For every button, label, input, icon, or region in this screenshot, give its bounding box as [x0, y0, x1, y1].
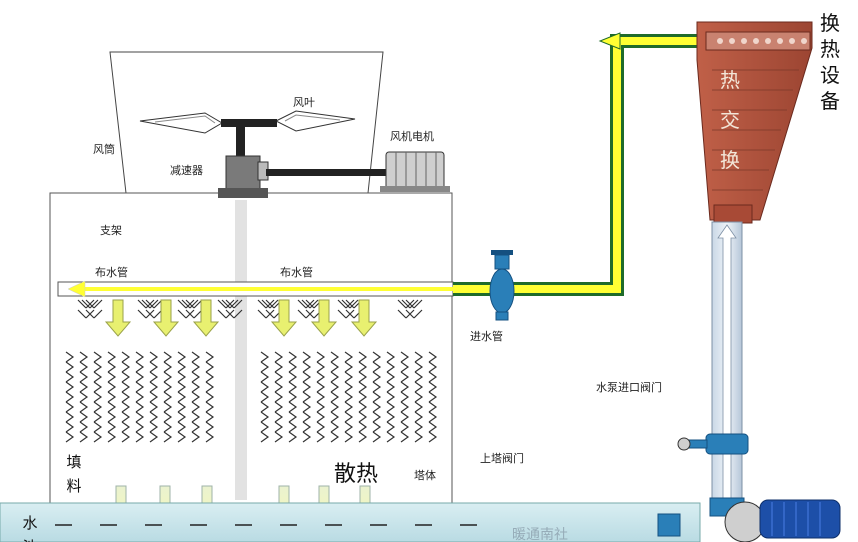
fill-chevron-column [65, 351, 75, 443]
fill-chevron-column [177, 351, 187, 443]
fan-motor-icon [380, 151, 450, 192]
label-inlet-pipe: 进水管 [470, 330, 503, 343]
fill-chevron-column [302, 351, 312, 443]
fill-chevron-column [428, 351, 438, 443]
label-pump-inlet-valve: 水泵进口阀门 [596, 381, 662, 394]
pump-icon [657, 497, 841, 542]
fill-chevron-column [163, 351, 173, 443]
fill-chevron-column [386, 351, 396, 443]
fill-chevron-column [260, 351, 270, 443]
label-hx-char-1: 热 [720, 68, 740, 92]
fill-chevron-column [414, 351, 424, 443]
label-hxe-char-4: 备 [820, 89, 840, 113]
water-pool [0, 502, 701, 542]
label-hx-char-2: 交 [720, 108, 740, 132]
label-reducer: 减速器 [170, 164, 203, 177]
label-heat-dissipation: 散热 [334, 462, 379, 487]
label-fill-char-1: 填 [66, 453, 82, 471]
fill-chevron-column [344, 351, 354, 443]
label-bracket: 支架 [100, 224, 122, 237]
center-shaft [235, 200, 247, 500]
label-hx-char-3: 换 [720, 148, 740, 172]
tower-body [49, 192, 453, 504]
label-fan-cylinder: 风筒 [93, 143, 115, 156]
fill-media [65, 351, 438, 443]
label-fill-char-2: 料 [66, 477, 82, 495]
label-distribution-pipe-right: 布水管 [280, 266, 313, 279]
fill-chevron-column [330, 351, 340, 443]
supply-pipe [453, 32, 705, 296]
fill-chevron-column [149, 351, 159, 443]
watermark: 暖通南社 [512, 527, 568, 542]
fan-blade-icon [139, 110, 356, 163]
fill-chevron-column [288, 351, 298, 443]
fill-chevron-column [316, 351, 326, 443]
drive-shaft [266, 169, 388, 176]
label-heat-exchange: 热 交 换 [715, 60, 745, 180]
fill-chevron-column [205, 351, 215, 443]
fill-chevron-column [191, 351, 201, 443]
label-fan-motor: 风机电机 [390, 130, 434, 143]
label-tower-valve: 上塔阀门 [480, 452, 524, 465]
water-flow-arrows-upper [104, 299, 378, 337]
reducer-icon [218, 155, 269, 198]
label-fan-blade: 风叶 [293, 96, 315, 109]
fill-chevron-column [79, 351, 89, 443]
fill-chevron-column [274, 351, 284, 443]
label-pool-char-2: 池 [20, 535, 40, 542]
label-distribution-pipe-left: 布水管 [95, 266, 128, 279]
spray-nozzles [77, 299, 423, 319]
label-pool-char-1: 水 [22, 514, 38, 532]
heat-exchanger-icon [696, 21, 813, 224]
fill-chevron-column [93, 351, 103, 443]
label-heat-exchange-equipment: 换 热 设 备 [818, 10, 842, 114]
label-fill: 填 料 [64, 450, 84, 498]
inlet-valve-icon [489, 250, 515, 321]
label-pool: 水 池 [20, 511, 40, 542]
fill-chevron-column [107, 351, 117, 443]
fill-chevron-column [121, 351, 131, 443]
tower-valve-icon [677, 433, 749, 455]
fill-chevron-column [400, 351, 410, 443]
label-tower-body: 塔体 [414, 469, 436, 482]
label-hxe-char-3: 设 [820, 63, 840, 87]
label-hxe-char-1: 换 [820, 11, 840, 35]
fill-chevron-column [358, 351, 368, 443]
fill-chevron-column [135, 351, 145, 443]
label-hxe-char-2: 热 [820, 37, 840, 61]
fill-chevron-column [372, 351, 382, 443]
